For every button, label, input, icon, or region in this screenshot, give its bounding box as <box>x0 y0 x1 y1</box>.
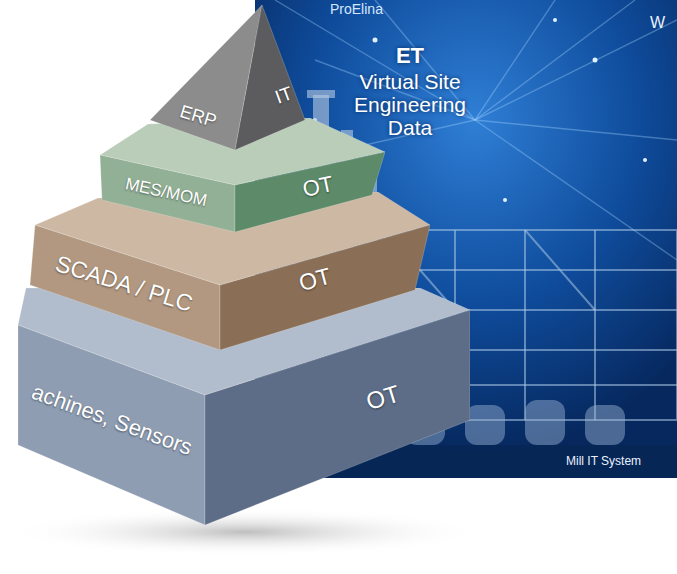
panel-caption: ProElina <box>330 2 383 17</box>
tier-face <box>100 155 235 232</box>
panel-caption: Mill IT System <box>566 455 641 468</box>
panel-text: Virtual Site Engineering Data <box>335 70 485 139</box>
tier-face <box>30 225 220 350</box>
tier-shape <box>150 5 305 150</box>
panel-heading: ET <box>335 44 485 68</box>
pyramid-tier: ERPIT <box>150 5 305 150</box>
panel-caption: W <box>650 14 665 32</box>
tier-face <box>18 325 205 525</box>
tier-face <box>220 225 430 350</box>
tier-face <box>235 152 385 232</box>
tier-face <box>235 5 305 150</box>
